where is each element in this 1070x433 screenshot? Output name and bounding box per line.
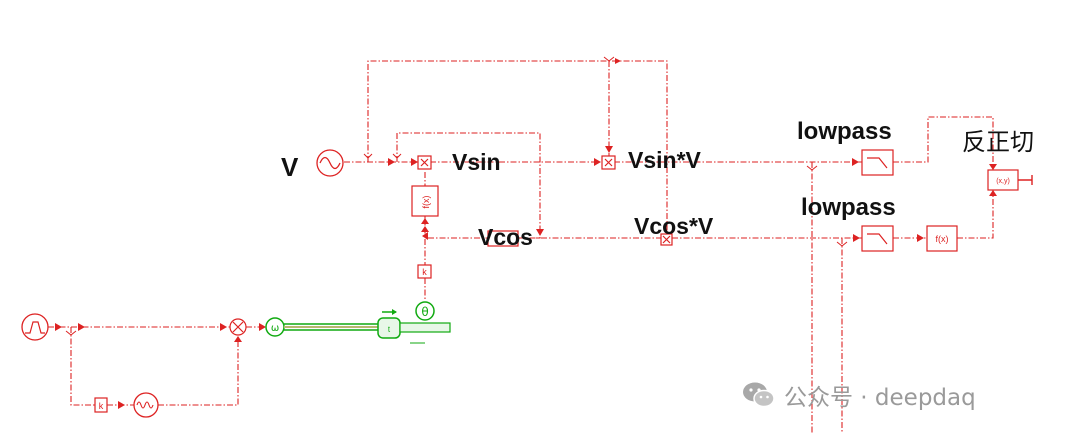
summing-junction-icon[interactable]: [229, 318, 247, 336]
tap-marker: [65, 330, 77, 336]
vcosv-multiplier-icon[interactable]: [660, 233, 673, 246]
shaft-icon: [284, 323, 378, 331]
label-vsin: Vsin: [452, 149, 501, 175]
tap-marker: [392, 153, 402, 159]
bottom-gain-k-icon[interactable]: k: [94, 397, 108, 413]
svg-text:k: k: [422, 267, 427, 277]
svg-text:k: k: [99, 401, 104, 411]
watermark: 公众号 · deepdaq: [742, 378, 976, 412]
label-v: V: [281, 152, 299, 182]
label-arctan: 反正切: [962, 128, 1034, 156]
svg-text:f(x): f(x): [421, 196, 431, 209]
svg-text:(x,y): (x,y): [996, 178, 1010, 185]
svg-text:f(x): f(x): [936, 234, 949, 244]
label-lowpass-bottom: lowpass: [801, 194, 896, 221]
lowpass-filter-bottom-icon[interactable]: [861, 225, 894, 252]
sine-source-icon[interactable]: [316, 149, 344, 177]
arctan-block-icon[interactable]: (x,y): [987, 169, 1033, 191]
inertia-icon[interactable]: t: [377, 309, 451, 344]
tap-marker: [836, 241, 848, 247]
profile-source-icon[interactable]: [21, 313, 49, 341]
svg-text:θ: θ: [421, 305, 428, 319]
svg-text:t: t: [388, 325, 391, 334]
tap-marker: [603, 56, 615, 62]
label-vsin-v: Vsin*V: [628, 147, 701, 173]
tap-marker: [363, 153, 373, 159]
label-lowpass-top: lowpass: [797, 118, 892, 145]
vsinv-multiplier-icon[interactable]: [601, 155, 616, 170]
v-top-loop: [367, 60, 668, 240]
watermark-text: 公众号 · deepdaq: [784, 385, 976, 411]
wechat-icon: [743, 382, 775, 408]
tap-marker: [806, 165, 818, 171]
svg-text:ω: ω: [271, 323, 279, 334]
fx-function-block-icon[interactable]: f(x): [926, 225, 958, 252]
noise-source-icon[interactable]: [133, 392, 159, 418]
speed-source-icon[interactable]: ω: [265, 317, 285, 337]
f-out-line: [957, 190, 994, 239]
vsin-multiplier-icon[interactable]: [417, 155, 432, 170]
lowpass-top-out: [893, 116, 994, 170]
gain-k-icon[interactable]: k: [417, 264, 432, 279]
fx-vertical-block-icon[interactable]: f(x): [411, 185, 439, 217]
angle-sensor-icon[interactable]: θ: [415, 301, 435, 321]
bottom-osc-out: [158, 336, 239, 406]
label-vcos: Vcos: [478, 224, 533, 250]
bottom-loop: [70, 327, 95, 406]
lowpass-filter-top-icon[interactable]: [861, 149, 894, 176]
vcos-multiplier-icon[interactable]: [487, 230, 519, 247]
label-vcos-v: Vcos*V: [634, 213, 714, 239]
